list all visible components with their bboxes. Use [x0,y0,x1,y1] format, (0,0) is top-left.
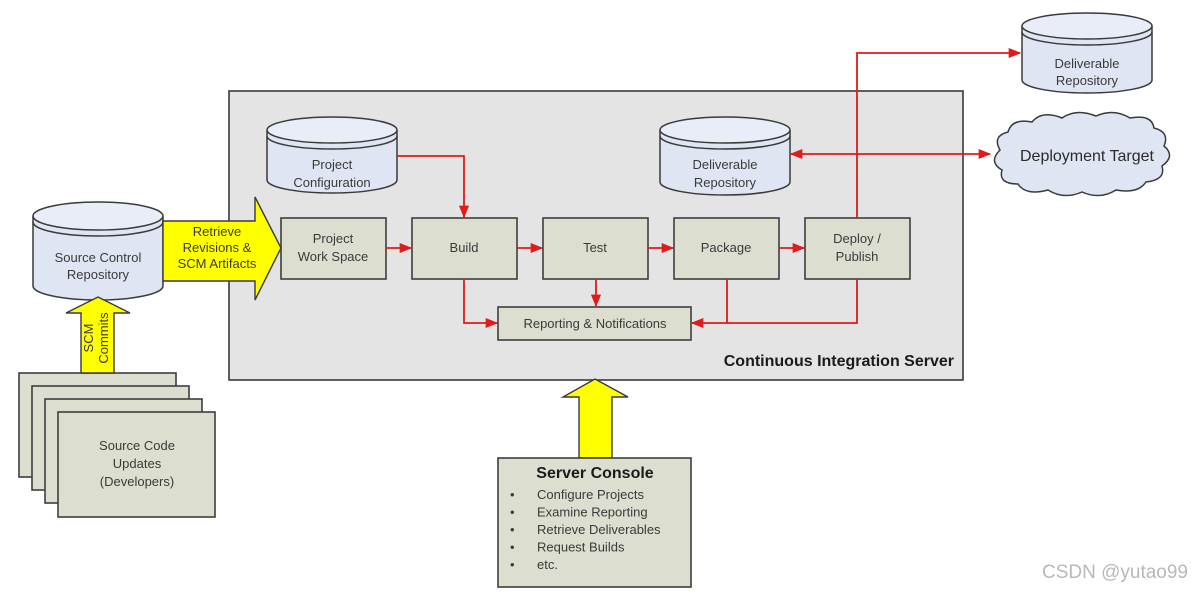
reporting-label: Reporting & Notifications [523,316,667,331]
deploy-to-reporting-line [727,279,858,324]
retrieve-arrow-label-1: Retrieve [193,224,241,239]
retrieve-revisions-arrow: Retrieve Revisions & SCM Artifacts [162,196,282,301]
stage-deploy-publish: Deploy / Publish [804,217,911,280]
cloud-shape [993,111,1171,197]
deploy-to-external-repo-arrow [856,47,1022,218]
external-repo-label-2: Repository [1056,73,1119,88]
stage-test: Test [542,217,649,280]
stage-package: Package [673,217,780,280]
server-console-item: Configure Projects [537,487,644,502]
scm-commits-arrow: SCM Commits [65,296,131,374]
source-code-updates-stack: Source Code Updates (Developers) [18,372,216,518]
stage-project-work-space: Project Work Space [280,217,387,280]
server-console-item: etc. [537,557,558,572]
stage-label-1: Project [313,231,354,246]
project-config-label-1: Project [312,157,353,172]
page-4 [57,411,216,518]
config-to-build-arrow [397,155,470,219]
source-updates-label-1: Source Code [99,438,175,453]
project-config-label-2: Configuration [293,175,370,190]
bullet-icon: • [510,505,515,520]
server-console-list: • Configure Projects • Examine Reporting • Re… [510,487,661,572]
stage-label: Package [701,240,752,255]
stage-label-1: Deploy / [833,231,881,246]
deployment-target-label: Deployment Target [1020,148,1155,165]
server-console-item: Request Builds [537,540,625,555]
stage-label-2: Publish [836,249,879,264]
scm-arrow-label-1: SCM [81,324,96,353]
bullet-icon: • [510,557,515,572]
internal-repo-label-1: Deliverable [692,157,757,172]
internal-repo-label-2: Repository [694,175,757,190]
bullet-icon: • [510,487,515,502]
retrieve-arrow-label-2: Revisions & [183,240,252,255]
source-control-label-1: Source Control [55,250,142,265]
ci-server-title: Continuous Integration Server [724,353,954,370]
source-control-repository: Source Control Repository [32,201,164,301]
server-console-item: Retrieve Deliverables [537,522,661,537]
stage-label: Test [583,240,607,255]
internal-deliverable-repository: Deliverable Repository [659,116,791,196]
bullet-icon: • [510,540,515,555]
retrieve-arrow-label-3: SCM Artifacts [178,256,257,271]
project-configuration-repository: Project Configuration [266,116,398,194]
stage-build: Build [411,217,518,280]
watermark: CSDN @yutao99 [1041,562,1188,583]
server-console-arrow [560,378,629,459]
stage-label-2: Work Space [298,249,369,264]
source-control-label-2: Repository [67,267,130,282]
stage-label: Build [450,240,479,255]
bullet-icon: • [510,522,515,537]
source-updates-label-2: Updates [113,456,162,471]
reporting-notifications: Reporting & Notifications [497,306,692,341]
server-console-item: Examine Reporting [537,505,648,520]
source-updates-label-3: (Developers) [100,474,174,489]
external-deliverable-repository: Deliverable Repository [1021,12,1153,94]
pipeline-stages: Project Work Space Build Test Package De… [280,217,911,280]
server-console-title: Server Console [536,465,653,482]
external-repo-label-1: Deliverable [1054,56,1119,71]
flow-arrows [386,47,1022,329]
server-console: Server Console • Configure Projects • Exami… [497,457,692,588]
scm-arrow-label-2: Commits [96,312,111,364]
build-to-reporting-arrow [463,279,499,329]
deployment-target-cloud: Deployment Target [993,111,1171,197]
